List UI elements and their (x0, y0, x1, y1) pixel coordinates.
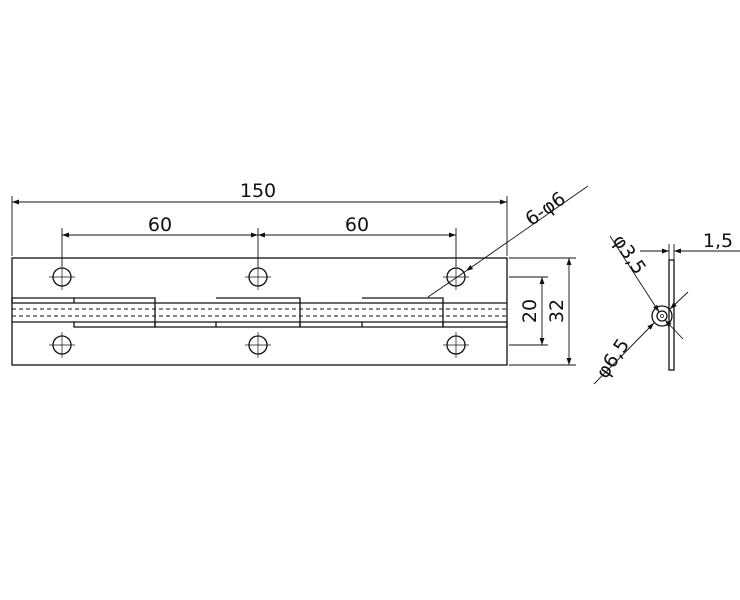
leader-pin-diameter: φ3,5 (608, 231, 684, 340)
dimension-width: 32 (509, 257, 576, 366)
overall-length-label: 150 (240, 180, 276, 202)
thickness-label: 1,5 (703, 230, 733, 252)
pin-circle (656, 310, 668, 322)
pin-span-label: 20 (519, 299, 541, 323)
dimension-hole-spacing: 60 60 (61, 214, 457, 266)
hole-callout-label: 6-φ6 (521, 188, 569, 231)
pin-diameter-label: φ3,5 (608, 231, 650, 279)
knuckle-diameter-label: φ6,5 (592, 335, 634, 383)
knuckle-outer-circle (651, 305, 673, 327)
hole-spacing-left-label: 60 (148, 214, 172, 236)
front-view: 150 60 60 6-φ6 20 (11, 180, 589, 366)
hinge-plate-outline (11, 257, 508, 366)
leader-hole-callout: 6-φ6 (427, 185, 589, 298)
dimension-pin-span: 20 (509, 276, 548, 346)
knuckle-band (11, 297, 508, 328)
dimension-thickness: 1,5 (640, 230, 740, 260)
screw-holes (49, 264, 469, 358)
hole-spacing-right-label: 60 (345, 214, 369, 236)
dimension-overall-length: 150 (11, 180, 508, 256)
width-label: 32 (546, 299, 568, 323)
side-view: 1,5 φ3,5 φ6,5 (592, 230, 740, 385)
leaf-side-profile (668, 259, 675, 371)
